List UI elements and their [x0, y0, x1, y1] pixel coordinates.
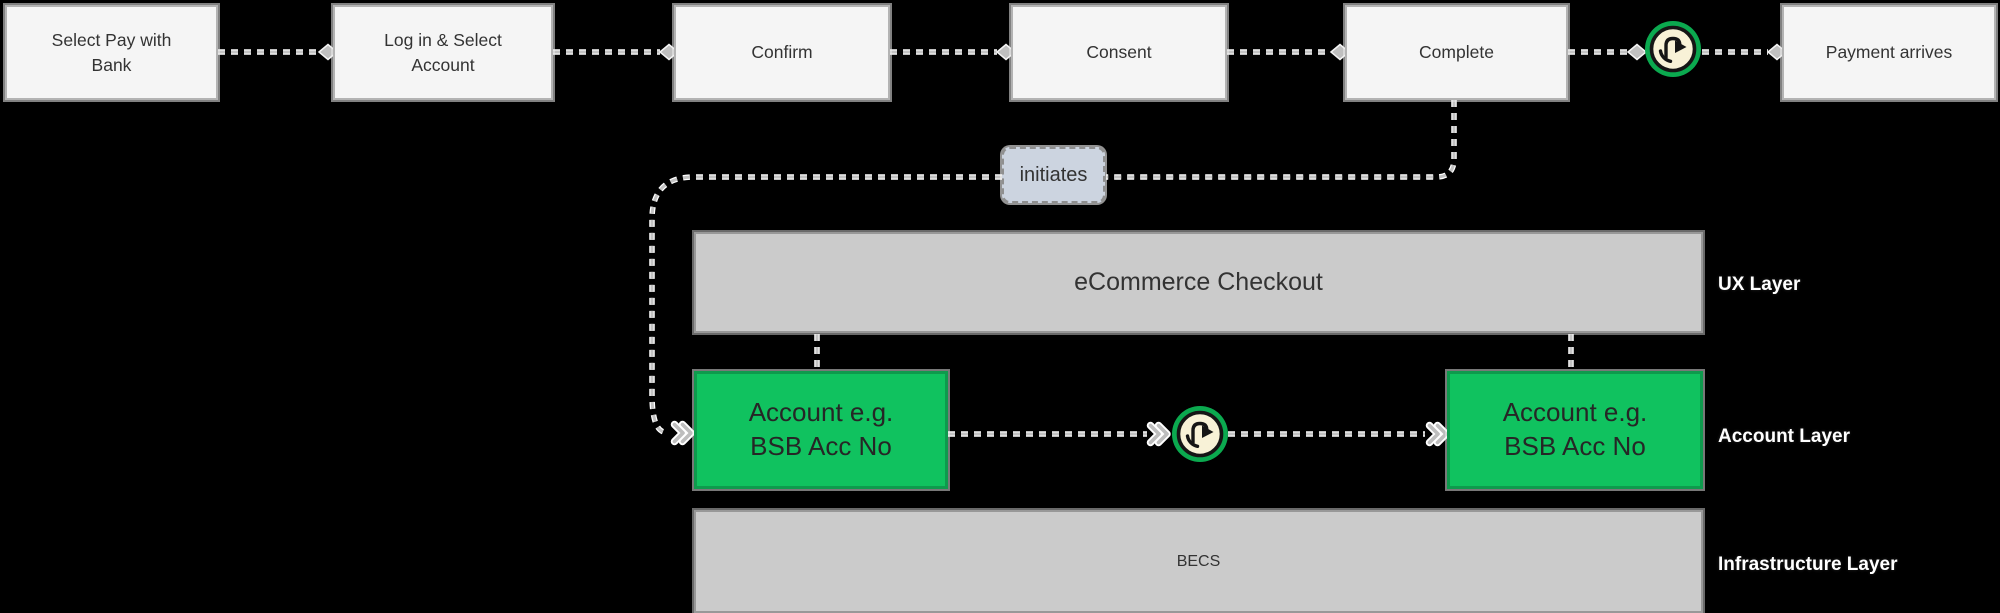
edge-cycle-account-right	[1228, 426, 1446, 443]
step-label: Complete	[1419, 42, 1494, 63]
account-box-left: Account e.g. BSB Acc No	[694, 371, 948, 489]
account-box-right-line2: BSB Acc No	[1504, 431, 1646, 461]
step-label: Consent	[1086, 42, 1152, 63]
account-layer-side-label: Account Layer	[1718, 426, 1850, 447]
infrastructure-layer-bar-label: BECS	[1176, 552, 1221, 570]
step-label: Confirm	[751, 42, 813, 63]
ux-layer-side-label: UX Layer	[1718, 274, 1801, 295]
edge-label-initiates: initiates	[1002, 147, 1105, 203]
account-box-left-line2: BSB Acc No	[750, 431, 892, 461]
step-payment-arrives: Payment arrives	[1782, 5, 1996, 100]
edge-step5-cycle-icon	[1568, 43, 1648, 61]
edge-step3-step4	[890, 43, 1017, 61]
ux-layer-bar: eCommerce Checkout	[694, 232, 1703, 333]
payto-cycle-icon	[1170, 404, 1230, 464]
step-label: Payment arrives	[1825, 42, 1953, 63]
ux-layer-bar-label: eCommerce Checkout	[1074, 268, 1323, 296]
step-label: Select Pay with Bank	[51, 30, 172, 75]
step-select-pay-with-bank: Select Pay with Bank	[5, 5, 218, 100]
account-box-left-line1: Account e.g.	[748, 397, 894, 428]
step-complete: Complete	[1345, 5, 1568, 100]
account-box-right-line1: Account e.g.	[1502, 397, 1648, 428]
account-box-right-label: Account e.g. BSB Acc No	[1503, 396, 1648, 464]
edge-step2-step3	[553, 43, 680, 61]
payto-cycle-icon	[1643, 19, 1703, 79]
edge-label-text: initiates	[1019, 163, 1088, 186]
step-login-select-account: Log in & Select Account	[333, 5, 553, 100]
edge-cycle-icon-step6	[1702, 43, 1788, 61]
step-consent: Consent	[1011, 5, 1227, 100]
edge-step4-step5	[1227, 43, 1351, 61]
step-confirm: Confirm	[674, 5, 890, 100]
step-label: Log in & Select Account	[384, 30, 502, 75]
account-box-left-label: Account e.g. BSB Acc No	[749, 396, 894, 464]
infrastructure-layer-bar: BECS	[694, 510, 1703, 613]
edge-account-left-cycle	[948, 426, 1167, 443]
account-box-right: Account e.g. BSB Acc No	[1447, 371, 1703, 489]
infrastructure-layer-side-label: Infrastructure Layer	[1718, 554, 1898, 575]
edge-step1-step2	[218, 43, 339, 61]
